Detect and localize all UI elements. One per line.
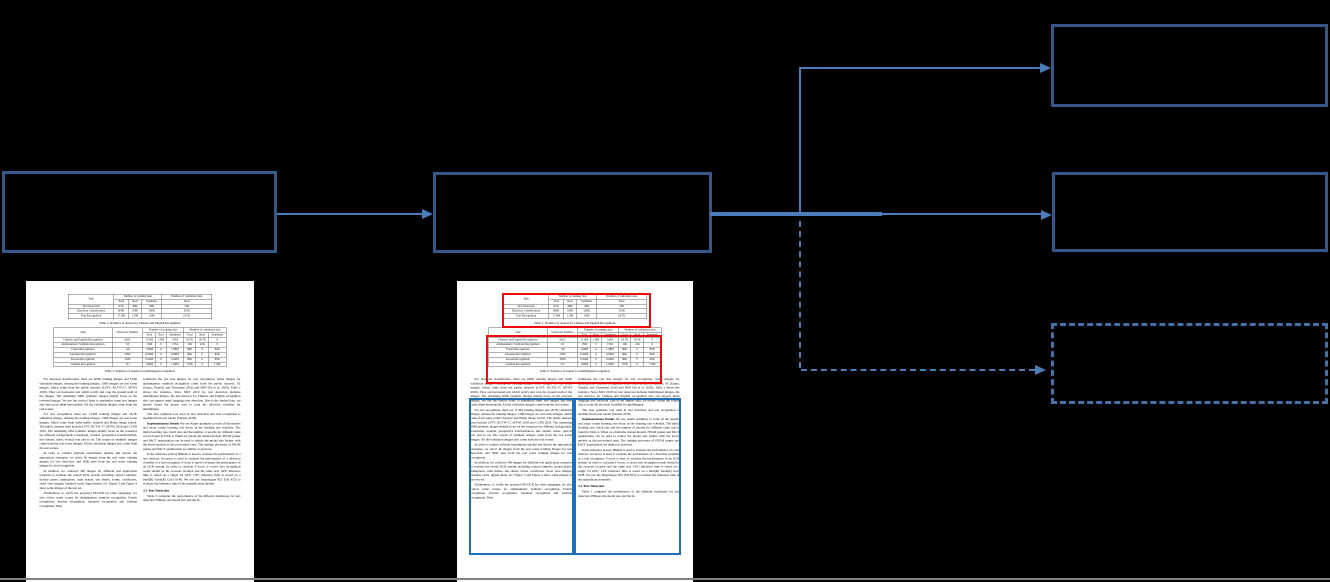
table-cell: 0 xyxy=(195,361,209,368)
paragraph: For direction classification, there are … xyxy=(39,377,138,411)
table-header-cell: Task xyxy=(67,294,115,305)
flow-box-top-right xyxy=(1051,24,1328,107)
paragraph-lead: Implementation Details xyxy=(147,421,181,426)
body-left-column: For direction classification, there are … xyxy=(471,378,573,501)
table1-caption: Table 1: Statistics of dataset for Chine… xyxy=(534,321,616,325)
table-cell: 1.96M xyxy=(142,361,156,368)
table-header-cell: Character Number xyxy=(111,327,144,338)
table-cell: 170K xyxy=(208,361,227,368)
paragraph: The data synthesis tool used in text det… xyxy=(143,412,241,421)
arrowhead-into-middle-right-box xyxy=(1041,210,1052,220)
flow-box-dashed-bottom-right xyxy=(1051,323,1328,404)
arrowhead-into-top-right-box xyxy=(1040,63,1051,73)
paragraph: In order to conduct ablation experiments… xyxy=(470,443,573,460)
table-cell: 170K xyxy=(183,361,197,368)
arrowhead-into-dashed-box xyxy=(1035,365,1046,375)
connector-left-to-middle xyxy=(277,213,423,215)
table2-caption: Table 2: Statistics of dataset for multi… xyxy=(104,369,176,374)
paragraph-lead: Implementation Details xyxy=(582,417,616,422)
section-heading: 3.2 Text Detection xyxy=(143,488,170,493)
dashed-connector-branch-down xyxy=(799,221,801,368)
flow-box-top-left xyxy=(2,171,277,253)
paragraph: In addition, we collected 300 images for… xyxy=(39,469,138,490)
table-cell: 0 xyxy=(630,361,644,368)
body-text-columns: For direction classification, there are … xyxy=(26,376,254,510)
left-column-highlight-blue-box xyxy=(469,398,574,555)
connector-middle-out-thick xyxy=(710,212,882,216)
paragraph: For text recognition, there are 17.9M tr… xyxy=(39,412,138,450)
paragraph: In the inference period, HMean is used t… xyxy=(143,452,241,486)
section-heading: 3.2 Text Detection xyxy=(578,484,605,489)
table-cell: 1.96M xyxy=(601,361,619,368)
table-cell: 0 xyxy=(155,361,167,368)
table-cell: 17.9M xyxy=(113,313,129,319)
table-cell: 18.7K xyxy=(161,313,213,319)
table2-highlight-red-box xyxy=(486,335,662,384)
dashed-connector-to-bottom-right xyxy=(801,369,1035,371)
page-bottom-rule xyxy=(0,578,1330,580)
connector-to-top-right xyxy=(800,67,1040,69)
body-left-column: For direction classification, there are … xyxy=(40,378,138,510)
table-cell: 18.7K xyxy=(596,313,648,319)
table-cell: 16M xyxy=(576,313,597,319)
paragraph: Implementation Details We use Adam optim… xyxy=(578,417,680,447)
table-cell: 1.96M xyxy=(577,361,591,368)
paragraph: Implementation Details We use Adam optim… xyxy=(143,421,241,451)
table-cell: Text Recognition xyxy=(67,313,115,319)
table1-caption: Table 1: Statistics of dataset for Chine… xyxy=(99,321,181,325)
paragraph: Table 5 compares the performance of the … xyxy=(143,494,241,503)
table-header-cell: Task xyxy=(53,327,113,338)
flow-box-middle xyxy=(433,172,712,253)
table-cell: German Recognition xyxy=(488,361,548,368)
table-cell: 1.96M xyxy=(166,361,184,368)
table1-highlight-red-box xyxy=(502,293,651,328)
paragraph: In order to conduct ablation experiments… xyxy=(39,451,138,468)
table-cell: 131 xyxy=(111,361,144,368)
paragraph: For text recognition, there are 17.9M tr… xyxy=(470,408,573,442)
table-cell: German Recognition xyxy=(53,361,113,368)
right-column-highlight-blue-box xyxy=(574,398,681,555)
flow-box-middle-right xyxy=(1052,172,1328,252)
paragraph: synthesize the text line images for text… xyxy=(143,377,241,411)
table2-caption: Table 2: Statistics of dataset for multi… xyxy=(539,369,611,374)
paragraph: Furthermore, to verify the proposed PP-O… xyxy=(470,483,573,500)
arrowhead-into-middle-box xyxy=(422,209,433,219)
paragraph: Furthermore, to verify the proposed PP-O… xyxy=(39,491,138,508)
paragraph: In the inference period, HMean is used t… xyxy=(578,448,680,482)
table-cell: 16M xyxy=(141,313,162,319)
paragraph: In addition, we collected 300 images for… xyxy=(470,460,573,482)
paragraph: Table 5 compares the performance of the … xyxy=(578,490,680,498)
connector-to-middle-right xyxy=(882,213,1042,215)
paragraph: The data synthesis tool used in text det… xyxy=(578,408,680,416)
body-right-column: synthesize the text line images for text… xyxy=(143,378,241,510)
table-cell: 1.9M xyxy=(128,313,142,319)
connector-branch-up xyxy=(799,67,801,215)
